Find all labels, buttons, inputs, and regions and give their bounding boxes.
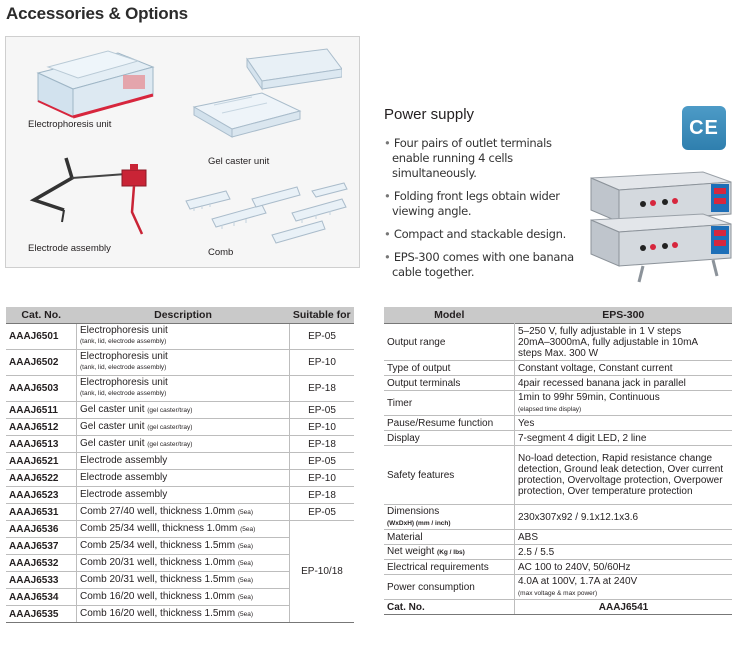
accessories-panel: Electrophoresis unit Gel caster unit Ele… (5, 36, 360, 268)
power-supply-image (590, 171, 732, 283)
table-row: AAAJ6537 Comb 25/34 well, thickness 1.5m… (6, 537, 354, 555)
spec-row-output-terminals: Output terminals 4pair recessed banana j… (384, 375, 732, 391)
feature-item: • Four pairs of outlet terminals enable … (384, 136, 552, 180)
table-row: AAAJ6536 Comb 25/34 welll, thickness 1.0… (6, 520, 354, 623)
feature-item: • Folding front legs obtain wider viewin… (384, 189, 560, 218)
col-header-description: Description (76, 307, 290, 324)
spec-table: Model EPS-300 Output range 5–250 V, full… (384, 307, 732, 615)
table-row: AAAJ6535 Comb 16/20 well, thickness 1.5m… (6, 605, 354, 623)
spec-row-cat-no: Cat. No. AAAJ6541 (384, 599, 732, 615)
spec-row-timer: Timer 1min to 99hr 59min, Continuous(ela… (384, 390, 732, 416)
table-row: AAAJ6501 Electrophoresis unit(tank, lid,… (6, 323, 354, 350)
spec-row-power: Power consumption 4.0A at 100V, 1.7A at … (384, 574, 732, 600)
catalog-table: Cat. No. Description Suitable for AAAJ65… (6, 307, 354, 623)
table-row: AAAJ6503 Electrophoresis unit(tank, lid,… (6, 375, 354, 402)
table-row: AAAJ6523 Electrode assembly EP-18 (6, 486, 354, 504)
table-row: AAAJ6502 Electrophoresis unit(tank, lid,… (6, 349, 354, 376)
ce-mark-icon: CE (682, 106, 726, 150)
col-header-suitable-for: Suitable for (289, 307, 354, 324)
table-row: AAAJ6522 Electrode assembly EP-10 (6, 469, 354, 487)
spec-row-net-weight: Net weight (Kg / lbs) 2.5 / 5.5 (384, 544, 732, 560)
power-supply-features: • Four pairs of outlet terminals enable … (384, 136, 584, 288)
spec-row-electrical: Electrical requirements AC 100 to 240V, … (384, 559, 732, 575)
spec-row-output-range: Output range 5–250 V, fully adjustable i… (384, 323, 732, 361)
comb-image (185, 182, 348, 244)
table-row: AAAJ6531 Comb 27/40 well, thickness 1.0m… (6, 503, 354, 521)
page-title: Accessories & Options (6, 4, 188, 23)
gel-caster-unit-label: Gel caster unit (208, 156, 270, 167)
gel-caster-unit-image (192, 48, 342, 138)
col-header-model: Model (384, 307, 515, 324)
electrode-assembly-image (29, 157, 147, 235)
merged-suitable-cell: EP-10/18 (289, 520, 354, 623)
electrode-assembly-label: Electrode assembly (28, 243, 111, 254)
col-header-cat-no: Cat. No. (6, 307, 77, 324)
spec-row-dimensions: Dimensions(WxDxH) (mm / inch) 230x307x92… (384, 504, 732, 530)
feature-item: • EPS-300 comes with one banana cable to… (384, 250, 574, 279)
feature-item: • Compact and stackable design. (384, 227, 566, 241)
spec-row-material: Material ABS (384, 529, 732, 545)
comb-label: Comb (208, 247, 234, 258)
electrophoresis-unit-image (36, 50, 155, 119)
table-row: AAAJ6533 Comb 20/31 well, thickness 1.5m… (6, 571, 354, 589)
spec-row-display: Display 7-segment 4 digit LED, 2 line (384, 430, 732, 446)
table-row: AAAJ6532 Comb 20/31 well, thickness 1.0m… (6, 554, 354, 572)
table-row: AAAJ6513 Gel caster unit (gel caster/tra… (6, 435, 354, 453)
table-row: AAAJ6512 Gel caster unit (gel caster/tra… (6, 418, 354, 436)
electrophoresis-unit-label: Electrophoresis unit (28, 119, 112, 130)
table-row: AAAJ6534 Comb 16/20 well, thickness 1.0m… (6, 588, 354, 606)
table-row: AAAJ6511 Gel caster unit (gel caster/tra… (6, 401, 354, 419)
spec-row-safety: Safety features No-load detection, Rapid… (384, 445, 732, 505)
table-row: AAAJ6521 Electrode assembly EP-05 (6, 452, 354, 470)
power-supply-title: Power supply (384, 106, 475, 123)
spec-row-pause-resume: Pause/Resume function Yes (384, 415, 732, 431)
col-header-eps-300: EPS-300 (514, 307, 732, 324)
spec-row-type-of-output: Type of output Constant voltage, Constan… (384, 360, 732, 376)
